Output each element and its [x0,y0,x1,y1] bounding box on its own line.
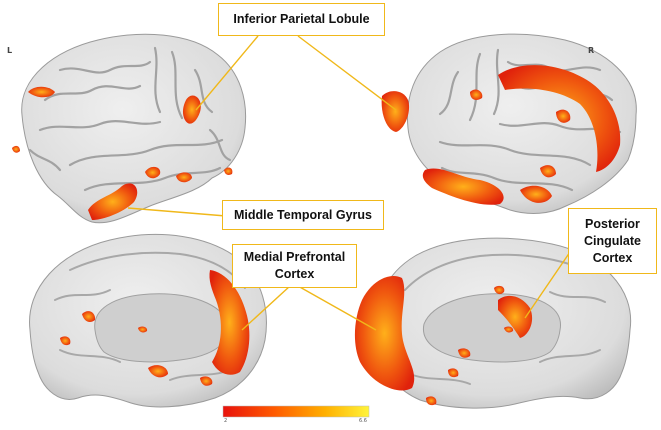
colorbar-min-label: 2 [224,418,228,424]
left-medial-hemisphere [29,234,267,408]
colorbar-max-label: 6.6 [359,418,367,424]
callout-lines [127,35,571,331]
inferior-parietal-lobule-label: Inferior Parietal Lobule [218,3,385,36]
middle-temporal-gyrus-label: Middle Temporal Gyrus [222,200,384,230]
medial-prefrontal-cortex-label: Medial Prefrontal Cortex [232,244,357,288]
left-lateral-activations [12,86,233,220]
right-medial-activations [354,276,533,406]
left-lateral-hemisphere [12,33,247,224]
left-medial-wall [94,293,230,363]
right-hemisphere-label: R [588,46,595,55]
left-medial-activations [60,270,250,386]
right-lateral-hemisphere [381,33,637,214]
left-hemisphere-label: L [7,46,13,55]
right-lateral-activations [381,65,621,205]
posterior-cingulate-cortex-label: Posterior Cingulate Cortex [568,208,657,274]
right-medial-hemisphere [354,237,632,409]
colorbar [222,405,370,418]
